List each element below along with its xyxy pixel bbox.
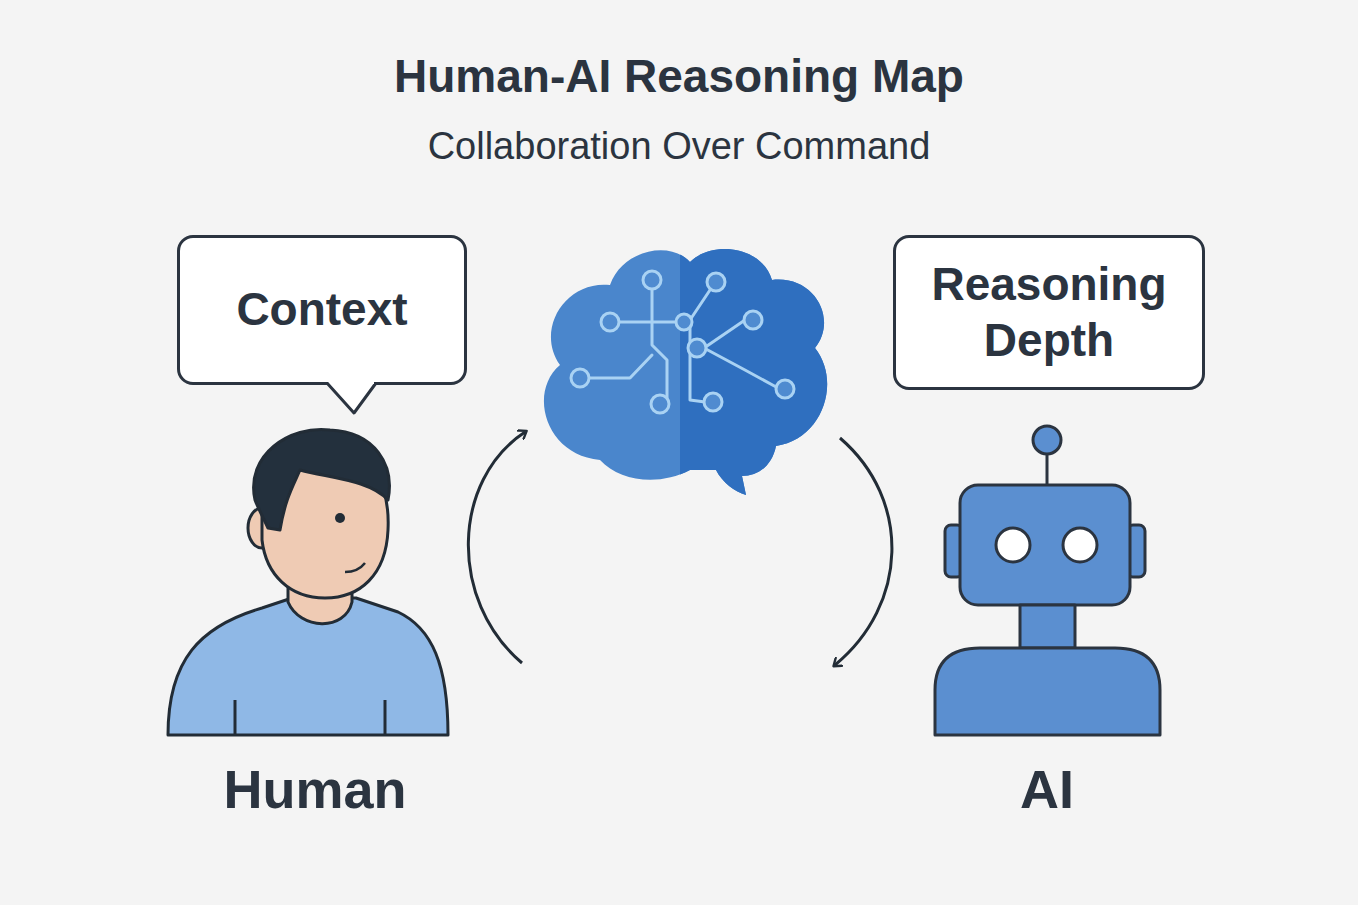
circuit-node (651, 395, 669, 413)
figure-label: AI (697, 758, 1358, 820)
human-mouth (345, 563, 365, 572)
robot-eye (996, 528, 1030, 562)
robot-eye (1063, 528, 1097, 562)
human-ear (248, 508, 276, 548)
subtitle: Collaboration Over Command (329, 125, 1029, 169)
circuit-node (643, 271, 661, 289)
brain-icon (544, 249, 827, 495)
diagram-title: Human-AI Reasoning Map (179, 50, 1179, 103)
circuit-node (571, 369, 589, 387)
cycle-arrow (835, 438, 892, 665)
bubble-tail (327, 383, 376, 413)
bubble-tail-gap (328, 380, 374, 386)
circuit-node (776, 380, 794, 398)
robot-antenna (1046, 454, 1049, 486)
circuit-line (588, 355, 652, 378)
text-box: Reasoning Depth (893, 235, 1205, 390)
circuit-node (707, 273, 725, 291)
robot-neck (1020, 605, 1075, 648)
figure-label: Human (0, 758, 665, 820)
robot-ear (1127, 525, 1145, 577)
robot-head (960, 485, 1130, 605)
circuit-line (652, 288, 667, 400)
robot-body (935, 648, 1160, 735)
node-text: Reasoning Depth (914, 257, 1184, 367)
circuit-node (704, 393, 722, 411)
circuit-node (688, 339, 706, 357)
circuit-node (601, 313, 619, 331)
human-neck (288, 560, 352, 624)
human-eye (335, 513, 345, 523)
cycle-arrow (468, 432, 525, 663)
human-figure (168, 429, 448, 735)
robot-ear (945, 525, 963, 577)
human-hair (254, 429, 390, 530)
speech-bubble: Context (177, 235, 467, 385)
circuit-lines (588, 288, 778, 402)
circuit-line (618, 321, 676, 324)
circuit-line (704, 348, 778, 388)
circuit-nodes (571, 271, 794, 413)
human-body-line (384, 700, 387, 735)
human-body (168, 598, 448, 735)
human-body-line (234, 700, 237, 735)
robot-antenna-ball (1033, 426, 1061, 454)
node-text: Context (236, 282, 407, 337)
brain-shape (544, 249, 827, 495)
human-head (262, 444, 388, 598)
bubble-tail-gap (330, 379, 374, 384)
robot-figure (935, 426, 1160, 735)
circuit-line (704, 320, 745, 348)
brain-shape-right (680, 249, 827, 495)
circuit-line (690, 290, 710, 402)
circuit-node (744, 311, 762, 329)
circuit-node (676, 314, 692, 330)
